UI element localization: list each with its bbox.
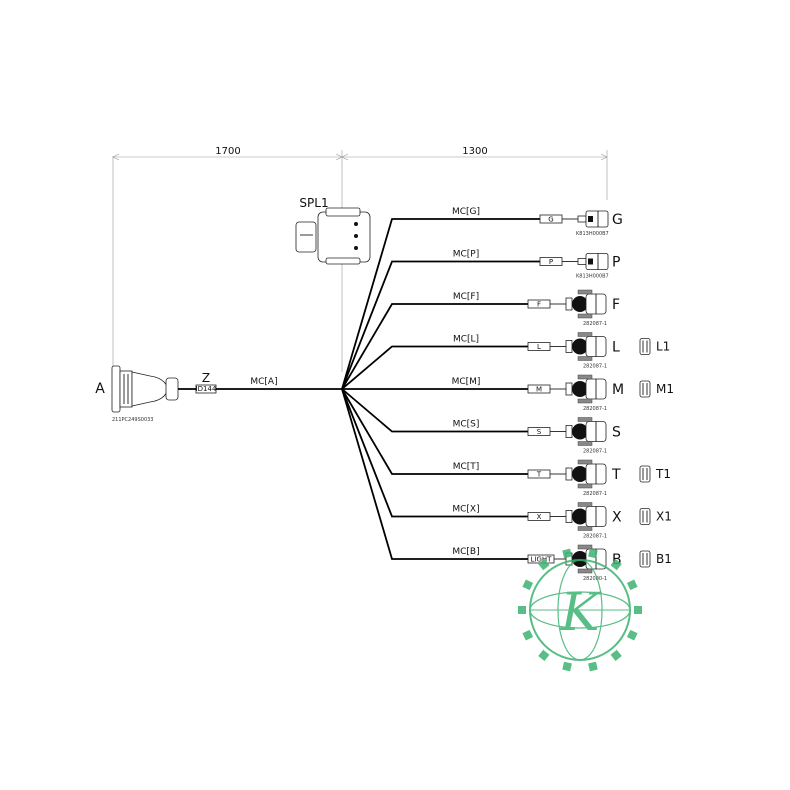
main-wire-label: MC[A] (250, 377, 277, 387)
branch-wire-label: MC[G] (452, 207, 480, 217)
branch-tag: LIGHT (531, 556, 553, 564)
watermark-logo: K (518, 548, 642, 672)
connector-a-label: A (95, 381, 105, 397)
branch-part-number: 282087-1 (583, 449, 607, 455)
branch-side-label: X1 (656, 510, 672, 524)
branch-side-connector (639, 465, 651, 483)
branch-m: MC[M] M M 282087-1 M1 (342, 374, 674, 412)
branch-connector-drawing (565, 544, 607, 574)
dimension-lines (112, 150, 608, 372)
branch-tag: M (536, 386, 542, 394)
branch-tag-box (527, 512, 551, 521)
branch-part-number: 282080-1 (583, 576, 607, 582)
branch-wire-label: MC[P] (453, 250, 480, 260)
branch-wire (341, 388, 528, 433)
branch-connector-label: M (612, 382, 624, 398)
branch-tag-box (527, 427, 551, 436)
branch-wire-label: MC[T] (453, 462, 480, 472)
connector-a-tag: ID144 (196, 385, 217, 393)
dimension-right: 1300 (462, 146, 487, 157)
branch-side-connector (639, 550, 651, 568)
branch-connector-drawing (565, 332, 607, 361)
branch-wire-label: MC[L] (453, 335, 479, 345)
branch-wire-label: MC[S] (453, 420, 480, 430)
connector-a-drawing (111, 365, 179, 413)
branch-l: MC[L] L L 282087-1 L1 (341, 332, 670, 390)
branch-connector-drawing (565, 289, 607, 319)
branch-connector-drawing (565, 417, 607, 446)
branch-wire-label: MC[B] (452, 547, 479, 557)
dimension-left: 1700 (215, 146, 240, 157)
branch-connector-label: S (612, 425, 621, 441)
branch-s: MC[S] S S 282087-1 (341, 388, 621, 455)
branch-tag: F (537, 301, 541, 309)
branch-part-number: K813H000B7 (576, 231, 609, 237)
branch-connector-label: P (612, 255, 620, 271)
branch-tag: P (549, 258, 553, 266)
branch-wire (341, 388, 528, 518)
branch-wire (341, 303, 528, 390)
branch-side-label: L1 (656, 340, 670, 354)
branch-wire-label: MC[M] (452, 377, 481, 387)
branch-tag-box (527, 342, 551, 351)
branch-tag-box (527, 469, 551, 479)
branch-side-label: T1 (655, 467, 671, 481)
branch-f: MC[F] F F 282087-1 (341, 289, 620, 390)
branch-tag-box (539, 214, 563, 224)
branch-connector-drawing (577, 253, 609, 270)
branch-tag: S (537, 428, 542, 436)
branch-part-number: 282087-1 (583, 321, 607, 327)
branch-connector-label: T (611, 467, 621, 483)
connector-a-branch: Z (202, 371, 210, 385)
branch-wire (341, 388, 528, 475)
connector-a-part: 211PC249S0033 (112, 417, 154, 423)
branch-side-connector (639, 508, 651, 525)
branch-wire-label: MC[F] (453, 292, 479, 302)
branch-tag-box (539, 257, 563, 266)
branch-part-number: 282087-1 (583, 491, 607, 497)
branch-connector-drawing (565, 374, 607, 404)
branch-wire (341, 388, 528, 560)
branch-tag-box (527, 384, 551, 394)
splice-connector-drawing (295, 207, 371, 265)
branch-wire (341, 260, 540, 390)
branch-wire (341, 345, 528, 390)
branch-connector-drawing (577, 210, 609, 228)
branch-side-connector (639, 380, 651, 398)
branch-connector-label: X (612, 510, 622, 526)
branch-wire (341, 218, 540, 390)
branch-part-number: 282087-1 (583, 406, 607, 412)
branch-connector-label: G (612, 212, 623, 228)
branch-tag: L (537, 343, 541, 351)
branch-connector-label: B (612, 552, 622, 568)
branch-connector-drawing (565, 502, 607, 531)
branch-tag-box (527, 299, 551, 309)
branch-side-connector (639, 338, 651, 355)
branch-part-number: K813H000B7 (576, 274, 609, 280)
branch-tag: X (537, 513, 542, 521)
branch-side-label: M1 (656, 382, 674, 396)
branch-part-number: 282087-1 (583, 364, 607, 370)
splice-label: SPL1 (299, 196, 328, 210)
branch-part-number: 282087-1 (583, 534, 607, 540)
branch-b: MC[B] LIGHT B 282080-1 B1 (341, 388, 672, 582)
branch-wire-label: MC[X] (452, 505, 479, 515)
branch-connector-label: F (612, 297, 620, 313)
branch-tag: G (548, 216, 553, 224)
branch-side-label: B1 (656, 552, 672, 566)
branch-tag: T (536, 471, 542, 479)
branch-connector-label: L (612, 340, 620, 356)
branch-connector-drawing (565, 459, 607, 489)
svg-text:K: K (560, 583, 603, 643)
